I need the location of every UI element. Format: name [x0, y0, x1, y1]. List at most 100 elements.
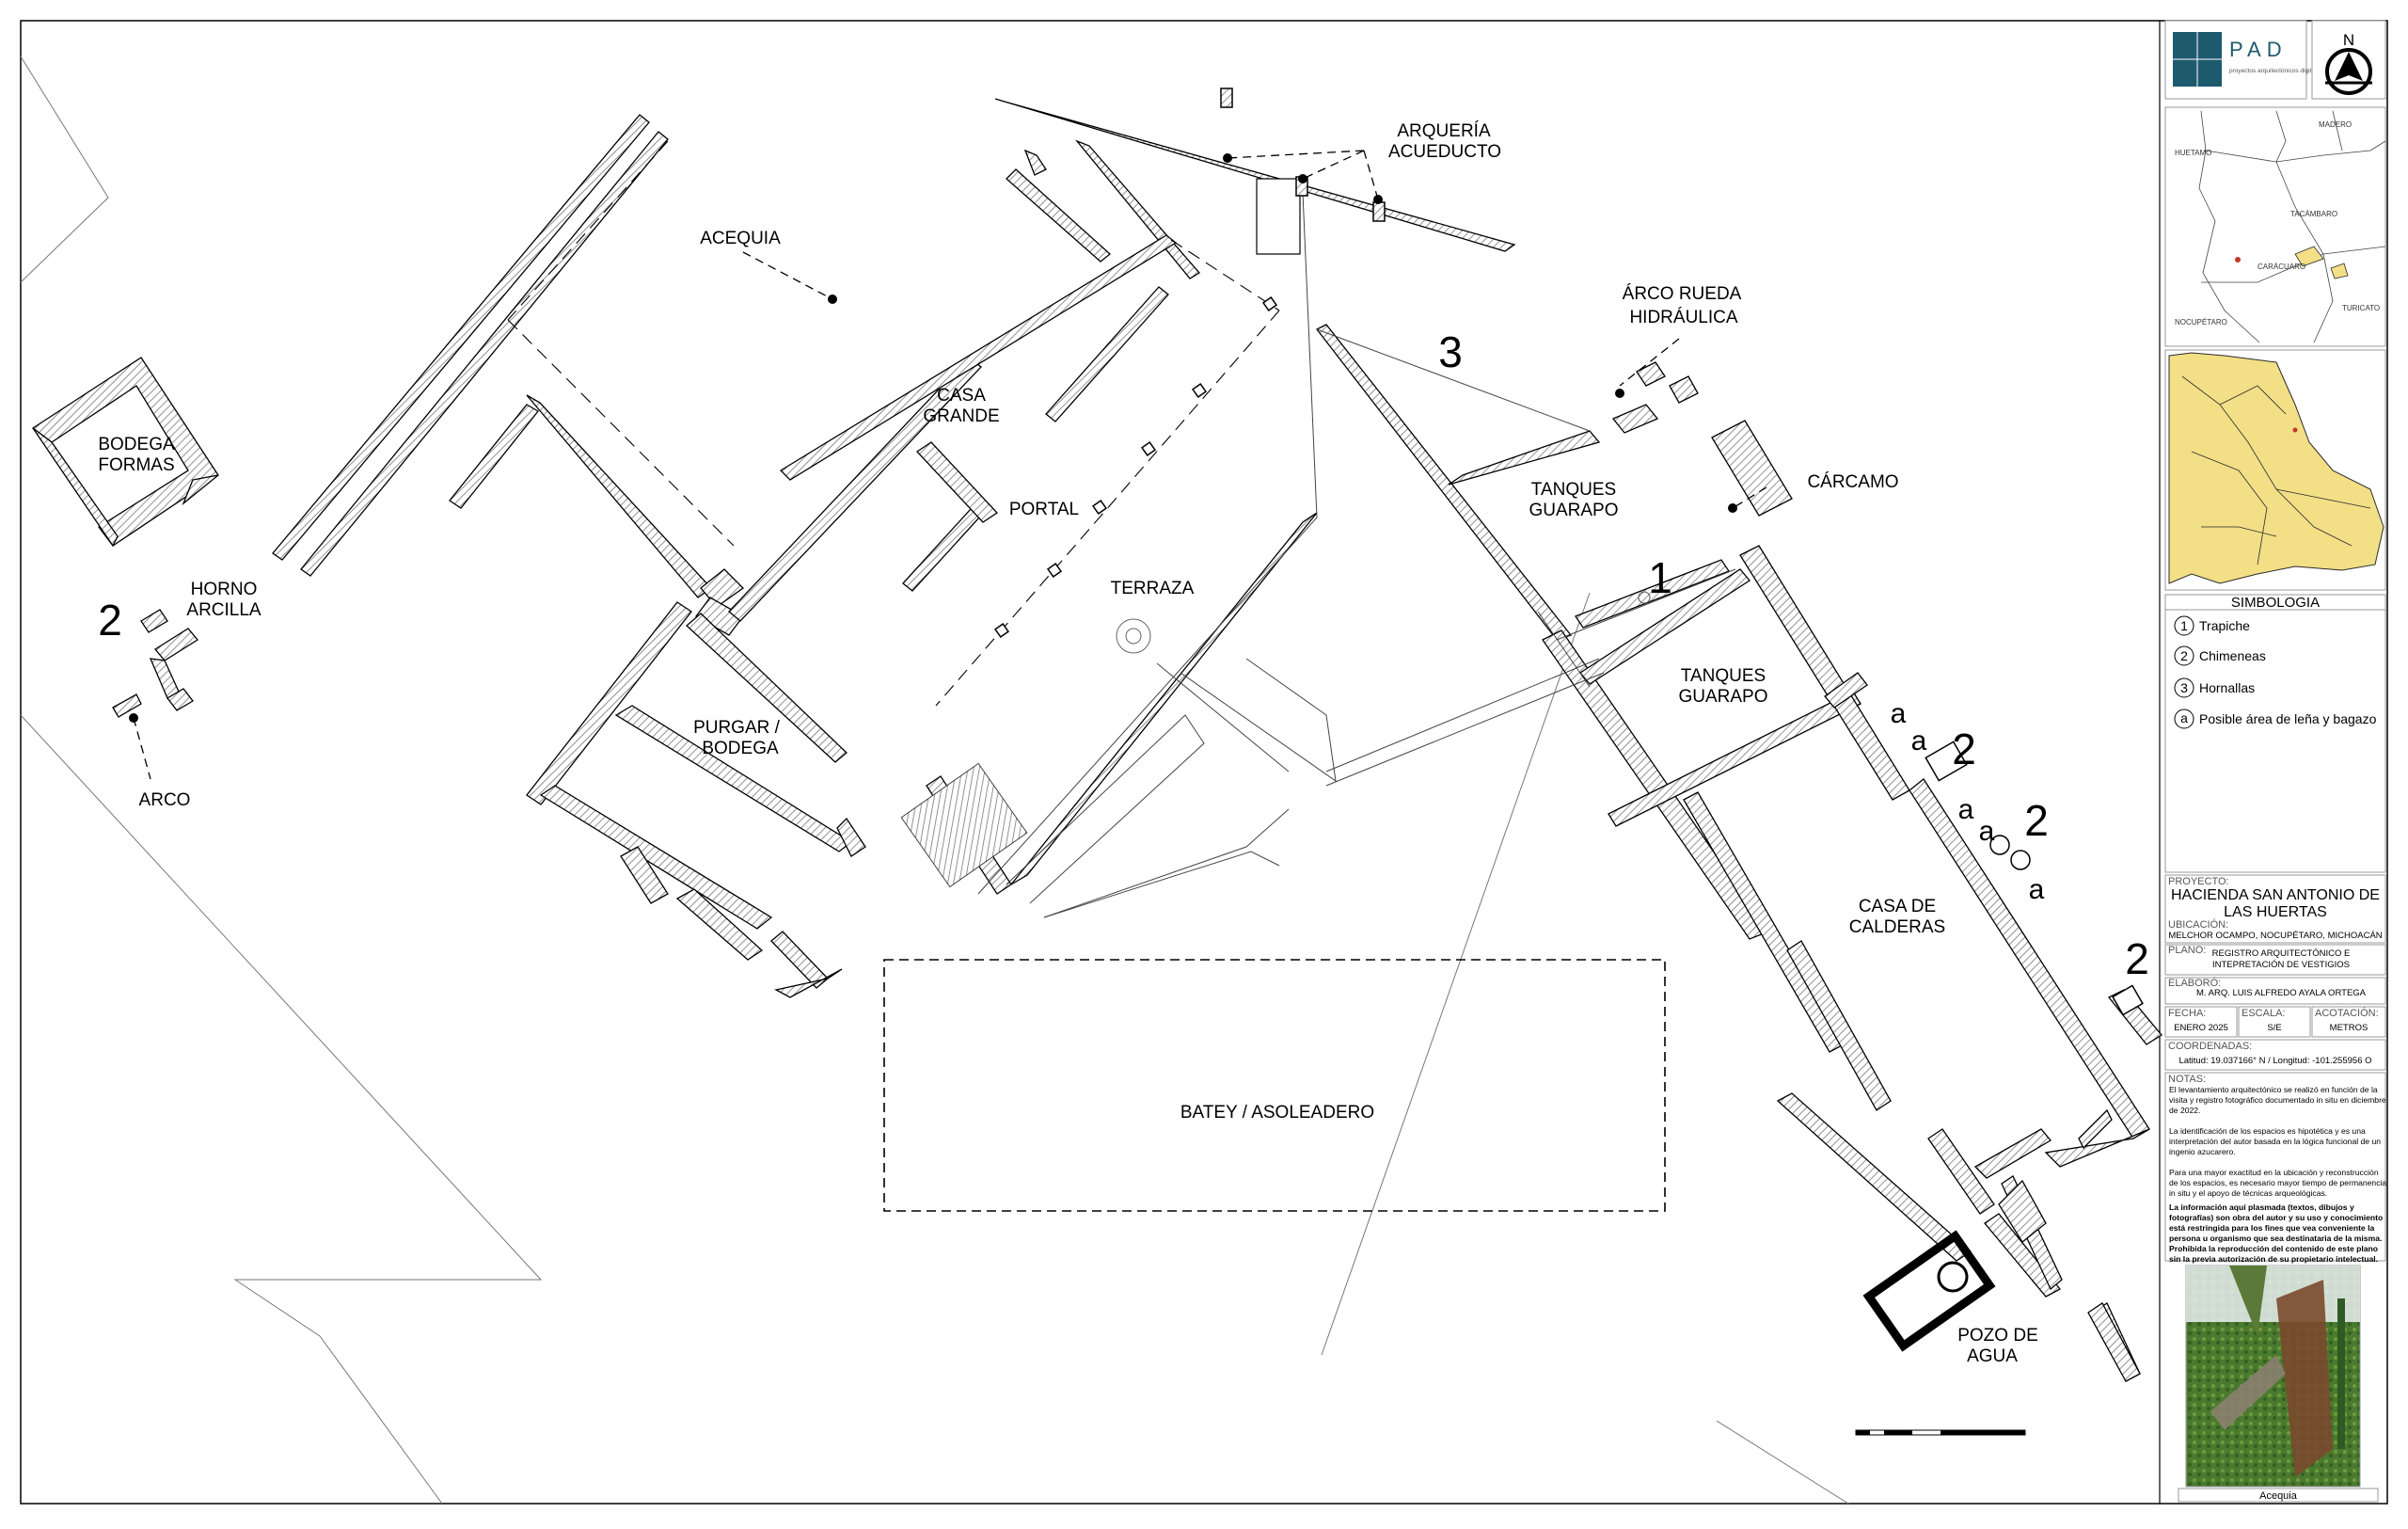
escala-value: S/E: [2267, 1023, 2281, 1033]
marker-3: 3: [1438, 327, 1463, 376]
elaboro-value: M. ARQ. LUIS ALFREDO AYALA ORTEGA: [2196, 988, 2367, 998]
elaboro-caption: ELABORÓ:: [2168, 977, 2221, 989]
sheet-frame: [20, 20, 2388, 1505]
marker-2-a: 2: [1952, 725, 1976, 773]
acotacion-caption: ACOTACIÓN:: [2315, 1007, 2379, 1019]
municipality-lines: [2181, 375, 2371, 565]
symbol-label-3: Hornallas: [2199, 680, 2255, 695]
proyecto-box: [2164, 874, 2386, 944]
note-bold-line: Prohibida la reproducción del contenido …: [2169, 1244, 2378, 1253]
simbologia-title: SIMBOLOGIA: [2231, 595, 2320, 611]
proyecto-caption: PROYECTO:: [2168, 876, 2229, 887]
terrain-lines: [20, 56, 1849, 1505]
label-purgar-2: BODEGA: [702, 739, 779, 758]
symbol-key-4: a: [2180, 710, 2188, 725]
label-tanques-2a: TANQUES: [1681, 666, 1766, 686]
map-label-2: TACÁMBARO: [2290, 210, 2337, 218]
acotacion-value: METROS: [2330, 1023, 2368, 1033]
label-casa-grande-1: CASA: [937, 386, 986, 406]
leader-dots: [129, 153, 1737, 723]
photo-caption-box: [2178, 1488, 2379, 1503]
portal-columns: [993, 88, 1386, 639]
symbol-row-2: 2 Chimeneas: [2174, 645, 2266, 666]
note-line: de los espacios, es necesario mayor tiem…: [2169, 1178, 2386, 1187]
marker-a-4: a: [1979, 816, 1995, 847]
note-bold-line: La información aquí plasmada (textos, di…: [2169, 1202, 2354, 1212]
symbol-key-3: 3: [2180, 680, 2188, 695]
proyecto-line-2: LAS HUERTAS: [2224, 904, 2327, 920]
notes-text: El levantamiento arquitectónico se reali…: [2169, 1085, 2386, 1264]
logo-subtitle: proyectos arquitectónicos digitales: [2229, 68, 2323, 74]
label-arqueria-1: ARQUERÍA: [1397, 121, 1491, 141]
logo-text: PAD: [2229, 38, 2288, 61]
marker-2-b: 2: [2024, 796, 2049, 845]
note-line: in situ y el apoyo de técnicas arqueológ…: [2169, 1188, 2327, 1198]
label-batey: BATEY / ASOLEADERO: [1180, 1103, 1374, 1123]
note-bold-line: fotografías) son obra del autor y su uso…: [2169, 1213, 2383, 1222]
label-purgar-1: PURGAR /: [693, 718, 781, 738]
marker-1: 1: [1648, 553, 1672, 602]
symbol-row-3: 3 Hornallas: [2174, 677, 2255, 698]
fecha-value: ENERO 2025: [2174, 1023, 2228, 1033]
label-horno-1: HORNO: [191, 580, 258, 599]
elaboro-box: [2164, 977, 2386, 1005]
note-bold-line: sin la previa autorización de su propiet…: [2169, 1254, 2378, 1264]
map-label-0: HUETAMO: [2175, 149, 2211, 157]
wall-fragment: [2087, 1302, 2141, 1382]
photo-caption: Acequia: [2259, 1490, 2298, 1502]
note-line: de 2022.: [2169, 1106, 2200, 1115]
label-portal: PORTAL: [1009, 500, 1079, 519]
symbol-key-1: 1: [2180, 618, 2188, 633]
walls: [31, 98, 2162, 1382]
label-tanques-1b: GUARAPO: [1529, 501, 1618, 520]
pozo-agua: [1862, 1230, 1996, 1352]
label-bodega-formas-2: FORMAS: [98, 455, 174, 475]
plan-labels: BODEGA FORMAS HORNO ARCILLA ARCO ACEQUIA…: [98, 121, 2037, 1366]
label-carcamo: CÁRCAMO: [1807, 472, 1898, 492]
label-acequia: ACEQUIA: [700, 229, 781, 248]
ubicacion-value: MELCHOR OCAMPO, NOCUPÉTARO, MICHOACÁN: [2168, 931, 2382, 941]
marker-a-3: a: [1958, 794, 1974, 825]
notas-box: [2164, 1072, 2386, 1262]
note-line: visita y registro fotográfico documentad…: [2169, 1095, 2386, 1105]
label-tanques-2b: GUARAPO: [1678, 687, 1767, 707]
notas-caption: NOTAS:: [2168, 1074, 2206, 1085]
note-bold-line: está restringida para los fines que vea …: [2169, 1223, 2374, 1233]
note-line: El levantamiento arquitectónico se reali…: [2169, 1085, 2378, 1094]
region-highlight-2: [2330, 263, 2349, 279]
north-arrow-icon: [2325, 48, 2372, 95]
coordenadas-box: [2164, 1039, 2386, 1071]
number-markers: 3 1 2 2 2 2 a a a a a: [98, 327, 2149, 983]
fountain-outer: [1116, 618, 1151, 654]
leader-lines: [133, 150, 1767, 780]
label-calderas-1: CASA DE: [1859, 897, 1936, 916]
fecha-box: [2164, 1006, 2238, 1038]
symbol-row-1: 1 Trapiche: [2174, 615, 2250, 636]
plano-line-1: REGISTRO ARQUITECTÓNICO E: [2212, 948, 2351, 959]
marker-a-2: a: [1911, 725, 1927, 757]
batey-area: [883, 959, 1666, 1212]
label-casa-grande-2: GRANDE: [923, 406, 999, 426]
escala-box: [2238, 1006, 2311, 1038]
trapiche-circle: [1638, 591, 1651, 604]
region-map: [2164, 106, 2386, 347]
label-bodega-formas-1: BODEGA: [98, 435, 175, 454]
title-block: PAD proyectos arquitectónicos digitales …: [2164, 20, 2386, 1503]
label-pozo-1: POZO DE: [1957, 1326, 2038, 1346]
marker-2-c: 2: [2125, 934, 2149, 983]
note-line: ingenio azucarero.: [2169, 1147, 2236, 1156]
location-pin: [2235, 257, 2241, 263]
escala-caption: ESCALA:: [2242, 1008, 2285, 1019]
note-bold-line: persona u organismo que sea destinataria…: [2169, 1234, 2382, 1243]
symbol-row-4: a Posible área de leña y bagazo: [2174, 709, 2377, 729]
label-terraza: TERRAZA: [1111, 579, 1195, 598]
note-line: interpretación del autor basada en la ló…: [2169, 1137, 2381, 1146]
thin-lines: [900, 192, 1736, 918]
marker-a-1: a: [1891, 698, 1907, 729]
map-label-3: TURICATO: [2342, 304, 2380, 312]
note-line: La identificación de los espacios es hip…: [2169, 1126, 2366, 1136]
north-label: N: [2343, 31, 2354, 49]
aqueduct-arch: [1256, 178, 1301, 255]
chimneys: [1925, 741, 2144, 1016]
